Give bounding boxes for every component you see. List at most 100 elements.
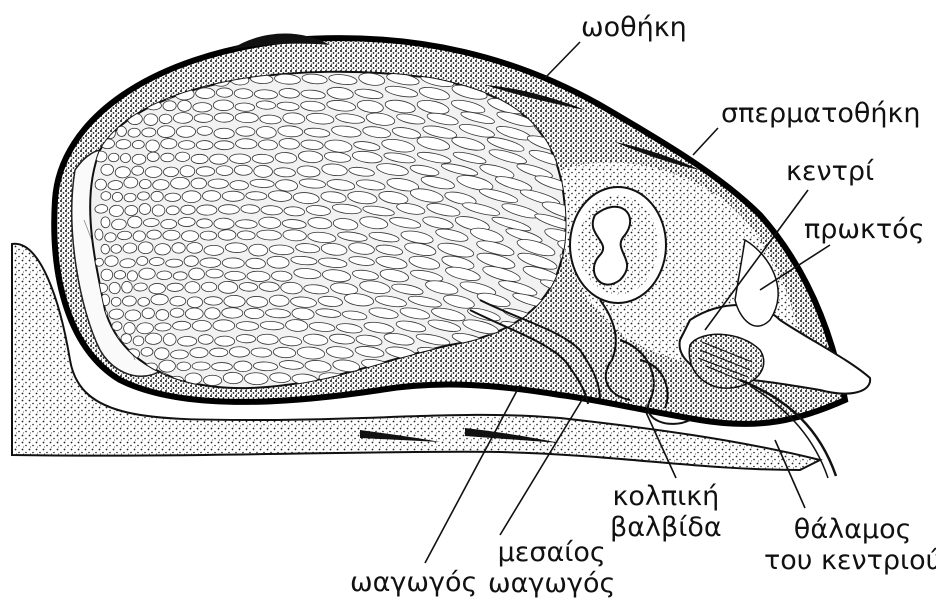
egg-cell (156, 309, 169, 320)
egg-cell (180, 166, 195, 177)
egg-cell (205, 308, 221, 320)
label-vaginal-valve: κολπική βαλβίδα (610, 481, 722, 543)
egg-cell (159, 360, 176, 372)
egg-cell (112, 321, 123, 330)
egg-cell (170, 177, 189, 189)
egg-cell (151, 294, 169, 305)
egg-cell (167, 283, 184, 292)
egg-cell (201, 282, 216, 292)
egg-cell (138, 297, 150, 306)
egg-cell (196, 88, 215, 99)
egg-cell (134, 283, 148, 292)
egg-cell (214, 218, 234, 230)
egg-cell (132, 140, 144, 149)
egg-cell (173, 112, 192, 123)
egg-cell (128, 128, 141, 138)
egg-cell (194, 114, 213, 123)
egg-cell (210, 154, 229, 164)
egg-cell (210, 348, 228, 357)
egg-cell (139, 203, 151, 214)
egg-cell (215, 336, 235, 346)
egg-cell (136, 256, 148, 265)
egg-cell (157, 125, 175, 137)
egg-cell (197, 126, 212, 135)
egg-cell (111, 297, 121, 307)
egg-cell (218, 204, 239, 214)
label-anus: πρωκτός (804, 214, 925, 245)
egg-cell (159, 114, 172, 124)
egg-cell (163, 230, 180, 240)
leader-sting-chamber (775, 440, 805, 508)
spermatheca-organ (570, 187, 666, 303)
egg-cell (214, 141, 234, 150)
egg-cell (192, 320, 211, 331)
label-ovary-sheath: ωοθήκη (581, 12, 687, 43)
egg-cell (163, 167, 178, 177)
egg-cell (163, 333, 176, 345)
egg-cell (214, 128, 235, 139)
egg-cell (146, 140, 160, 152)
egg-cell (143, 218, 159, 227)
egg-cell (197, 205, 217, 215)
egg-cell (225, 242, 247, 252)
egg-cell (107, 75, 118, 86)
egg-cell (94, 73, 106, 84)
egg-cell (163, 101, 176, 111)
egg-cell (182, 191, 201, 203)
label-median-oviduct: μεσαίος ωαγωγός (488, 537, 615, 599)
egg-cell (197, 219, 213, 228)
egg-cell (172, 321, 190, 330)
egg-cell (145, 166, 162, 177)
egg-cell (222, 191, 244, 202)
egg-cell (137, 192, 149, 201)
egg-cell (149, 257, 164, 266)
egg-cell (181, 231, 198, 242)
egg-cell (185, 282, 200, 293)
egg-cell (216, 166, 233, 176)
egg-cell (170, 296, 186, 306)
egg-cell (198, 335, 213, 345)
egg-cell (229, 346, 250, 357)
egg-cell (127, 270, 138, 281)
egg-cell (216, 88, 233, 98)
egg-cell (120, 153, 131, 163)
egg-cell (101, 269, 114, 281)
egg-cell (234, 361, 252, 372)
egg-cell (213, 100, 233, 111)
egg-cell (208, 179, 229, 189)
egg-cell (190, 348, 208, 358)
egg-cell (200, 258, 221, 268)
egg-cell (132, 166, 144, 176)
egg-cell (157, 271, 172, 280)
egg-cell (132, 154, 146, 165)
egg-cell (138, 242, 153, 254)
egg-cell (147, 152, 159, 162)
egg-cell (193, 103, 212, 112)
egg-cell (175, 152, 189, 161)
egg-cell (204, 245, 224, 255)
egg-cell (155, 323, 171, 332)
egg-cell (181, 205, 196, 214)
egg-cell (185, 308, 203, 320)
egg-cell (187, 242, 203, 253)
egg-cell (196, 167, 214, 176)
egg-cell (191, 154, 208, 163)
egg-cell (177, 362, 191, 371)
egg-cell (112, 192, 123, 202)
egg-cell (218, 281, 238, 293)
label-spermatheca: σπερματοθήκη (721, 98, 921, 129)
egg-cell (206, 269, 223, 278)
egg-cell (192, 362, 210, 370)
egg-cell (178, 141, 194, 150)
egg-cell (166, 206, 179, 215)
egg-cell (224, 295, 246, 308)
egg-cell (142, 308, 155, 319)
egg-cell (111, 244, 122, 253)
egg-cell (145, 333, 162, 345)
egg-cell (161, 138, 177, 149)
egg-cell (154, 243, 170, 255)
egg-cell (121, 281, 132, 293)
egg-cell (151, 191, 164, 202)
egg-cell (189, 268, 205, 280)
egg-cell (184, 256, 198, 267)
